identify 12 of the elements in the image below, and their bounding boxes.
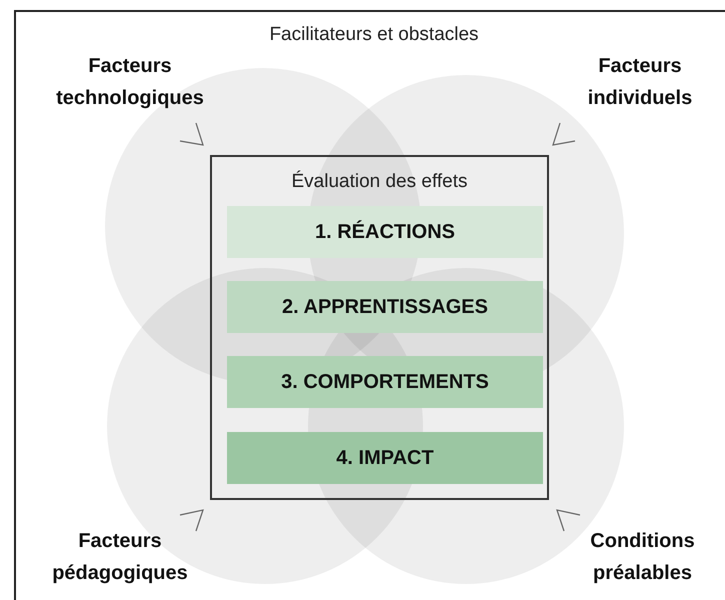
factor-label: Conditions préalables: [560, 525, 725, 590]
factor-label: Facteurs pédagogiques: [20, 525, 220, 590]
factor-label: Facteurs technologiques: [30, 50, 230, 110]
frame-title: Facilitateurs et obstacles: [269, 24, 479, 46]
level-bar: 4. IMPACT: [227, 432, 543, 484]
evaluation-box: [210, 155, 549, 500]
level-bar: 2. APPRENTISSAGES: [227, 281, 543, 333]
level-bar: 3. COMPORTEMENTS: [227, 356, 543, 408]
factor-label: Facteurs individuels: [560, 50, 720, 110]
box-title: Évaluation des effets: [291, 171, 468, 193]
outer-frame: [14, 10, 725, 600]
level-bar: 1. RÉACTIONS: [227, 206, 543, 258]
